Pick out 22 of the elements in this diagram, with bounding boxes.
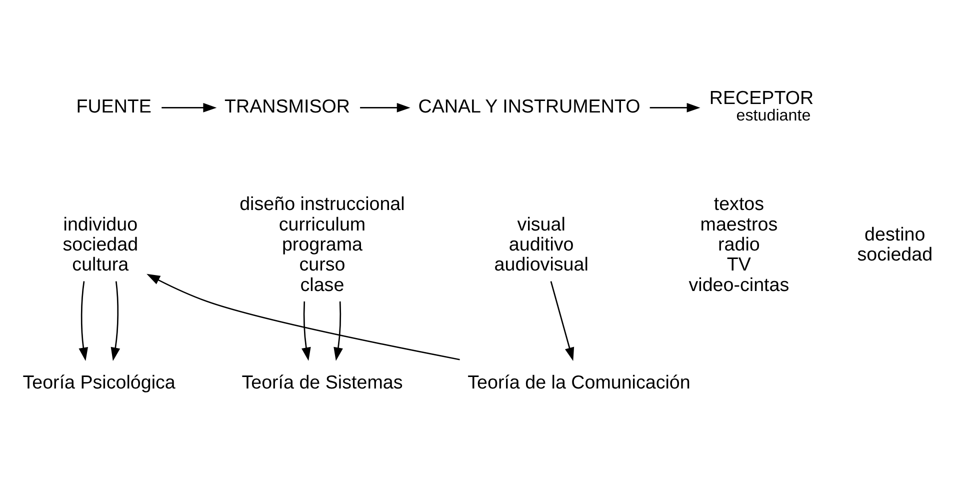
arrow xyxy=(649,102,700,112)
node-text: individuo sociedad cultura xyxy=(62,212,138,274)
node-text: visual auditivo audiovisual xyxy=(494,212,588,274)
node-text: Teoría de Sistemas xyxy=(241,370,402,392)
node-text: Teoría Psicológica xyxy=(22,370,175,392)
arrow xyxy=(550,280,574,360)
node-text: FUENTE xyxy=(76,95,151,116)
node-text: CANAL Y INSTRUMENTO xyxy=(418,95,640,116)
arrow xyxy=(301,300,310,360)
arrow xyxy=(110,280,120,361)
node-text: textos maestros radio TV video-cintas xyxy=(688,192,789,294)
node-label: estudiante xyxy=(736,106,810,124)
arrow xyxy=(333,300,342,360)
node-text: diseño instruccional curriculum programa curso clase xyxy=(239,192,404,294)
arrow xyxy=(360,102,410,112)
arrow xyxy=(78,280,88,361)
node-text: Teoría de la Comunicación xyxy=(467,370,690,392)
node-text: destino sociedad xyxy=(856,222,932,264)
arrow xyxy=(161,102,216,112)
node-text: RECEPTOR xyxy=(708,86,814,108)
node-text: TRANSMISOR xyxy=(224,95,350,116)
arrow xyxy=(146,273,460,360)
